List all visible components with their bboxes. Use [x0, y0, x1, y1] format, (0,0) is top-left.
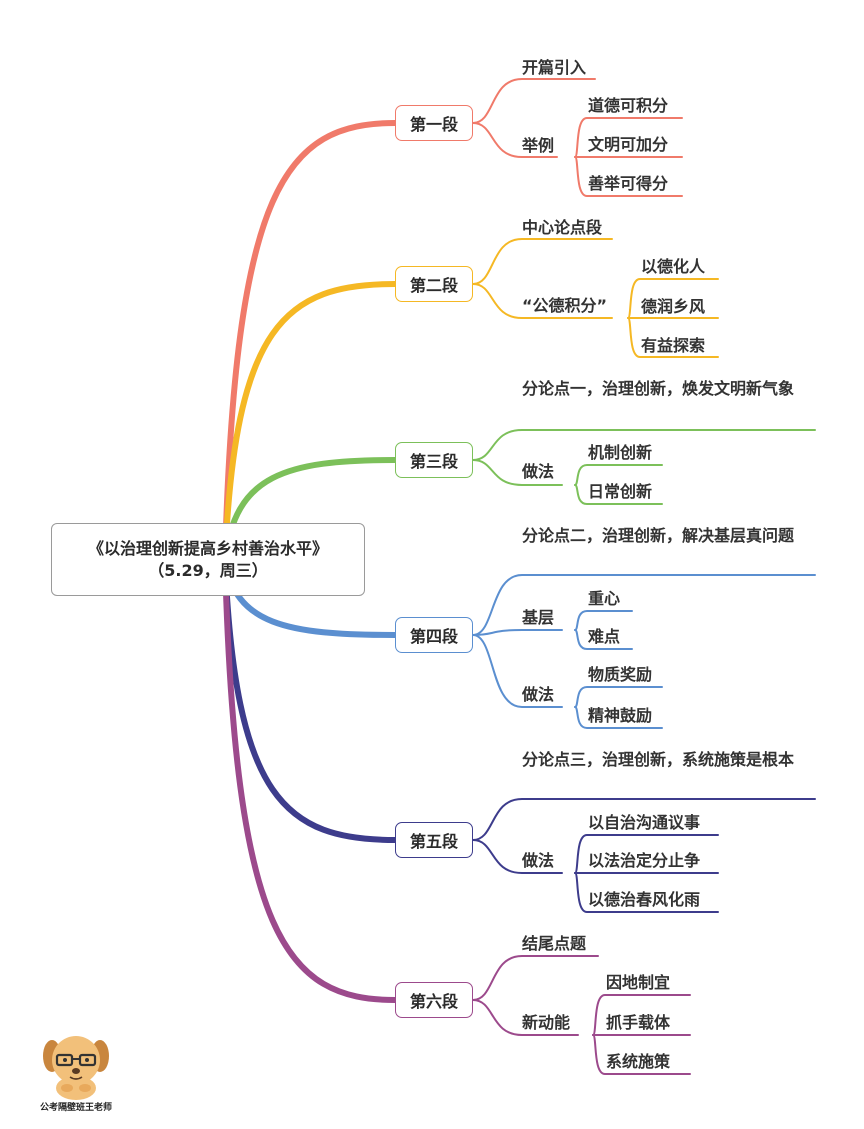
topic-examples: 举例 [522, 136, 555, 155]
leaf-item: 善举可得分 [588, 174, 669, 193]
topic-central-thesis: 中心论点段 [522, 218, 603, 237]
leaf-item: 以德治春风化雨 [588, 890, 701, 909]
topic-methods: 做法 [522, 851, 555, 870]
leaf-item: 德润乡风 [641, 297, 706, 316]
topic-sub-argument-2: 分论点二，治理创新，解决基层真问题 [522, 526, 795, 545]
branch-link [472, 955, 599, 1001]
leaf-item: 因地制宜 [606, 973, 671, 992]
leaf-item: 重心 [588, 589, 621, 608]
branch-link [472, 429, 816, 461]
leaf-item: 文明可加分 [588, 135, 669, 154]
leaf-link [574, 610, 633, 631]
leaf-item: 物质奖励 [588, 665, 653, 684]
leaf-item: 道德可积分 [588, 96, 669, 115]
topic-new-momentum: 新动能 [522, 1013, 571, 1032]
leaf-item: 有益探索 [641, 336, 706, 355]
section-node-5[interactable]: 第五段 [395, 822, 473, 858]
section-node-3[interactable]: 第三段 [395, 442, 473, 478]
leaf-item: 以德化人 [641, 257, 706, 276]
watermark-caption: 公考隔壁班王老师 [40, 1103, 113, 1113]
topic-conclusion: 结尾点题 [522, 934, 587, 953]
leaf-link [592, 994, 691, 1036]
branch-link [472, 78, 596, 124]
leaf-link [574, 706, 663, 729]
root-node[interactable]: 《以治理创新提高乡村善治水平》 （5.29，周三） [51, 523, 365, 596]
topic-points: “公德积分” [522, 296, 608, 315]
leaf-item: 以自治沟通议事 [588, 813, 701, 832]
branch-link [472, 634, 563, 708]
leaf-item: 机制创新 [588, 443, 653, 462]
leaf-item: 日常创新 [588, 482, 653, 501]
leaf-link [574, 156, 683, 197]
trunk-link [222, 120, 398, 563]
leaf-item: 系统施策 [606, 1052, 671, 1071]
topic-opening: 开篇引入 [522, 58, 587, 77]
leaf-link [627, 317, 719, 358]
leaf-link [574, 629, 633, 650]
leaf-link [574, 834, 719, 874]
topic-sub-argument-3: 分论点三，治理创新，系统施策是根本 [522, 750, 795, 769]
branch-link [472, 798, 816, 841]
leaf-link [574, 464, 663, 486]
leaf-link [574, 117, 683, 158]
branch-link [472, 283, 613, 319]
branch-link [472, 839, 563, 874]
trunk-link [222, 557, 398, 1003]
branch-link [472, 574, 816, 636]
section-label: 第六段 [409, 992, 458, 1011]
topic-sub-argument-1: 分论点一，治理创新，焕发文明新气象 [522, 379, 795, 398]
topic-methods: 做法 [522, 462, 555, 481]
branch-link [472, 629, 563, 636]
section-node-2[interactable]: 第二段 [395, 266, 473, 302]
leaf-item: 难点 [588, 627, 621, 646]
leaf-item: 以法治定分止争 [588, 851, 701, 870]
section-label: 第四段 [409, 627, 458, 646]
section-node-4[interactable]: 第四段 [395, 617, 473, 653]
leaf-link [592, 1034, 691, 1075]
leaf-link [574, 686, 663, 708]
section-label: 第五段 [409, 832, 458, 851]
leaf-link [574, 484, 663, 505]
leaf-link [627, 278, 719, 319]
trunk-link [222, 281, 398, 563]
topic-grassroots: 基层 [522, 608, 555, 627]
leaf-item: 精神鼓励 [588, 706, 653, 725]
section-node-6[interactable]: 第六段 [395, 982, 473, 1018]
branch-link [472, 122, 558, 158]
branch-link [472, 238, 613, 285]
topic-methods: 做法 [522, 685, 555, 704]
branch-link [472, 459, 563, 486]
leaf-item: 抓手载体 [606, 1013, 671, 1032]
root-subtitle: （5.29，周三） [148, 560, 268, 580]
section-node-1[interactable]: 第一段 [395, 105, 473, 141]
trunk-link [222, 557, 398, 843]
leaf-link [574, 872, 719, 913]
root-title: 《以治理创新提高乡村善治水平》 [87, 538, 328, 558]
section-label: 第一段 [409, 115, 458, 134]
section-label: 第三段 [409, 452, 458, 471]
dog-mascot-icon [43, 1036, 109, 1100]
branch-link [472, 999, 579, 1036]
section-label: 第二段 [409, 276, 458, 295]
